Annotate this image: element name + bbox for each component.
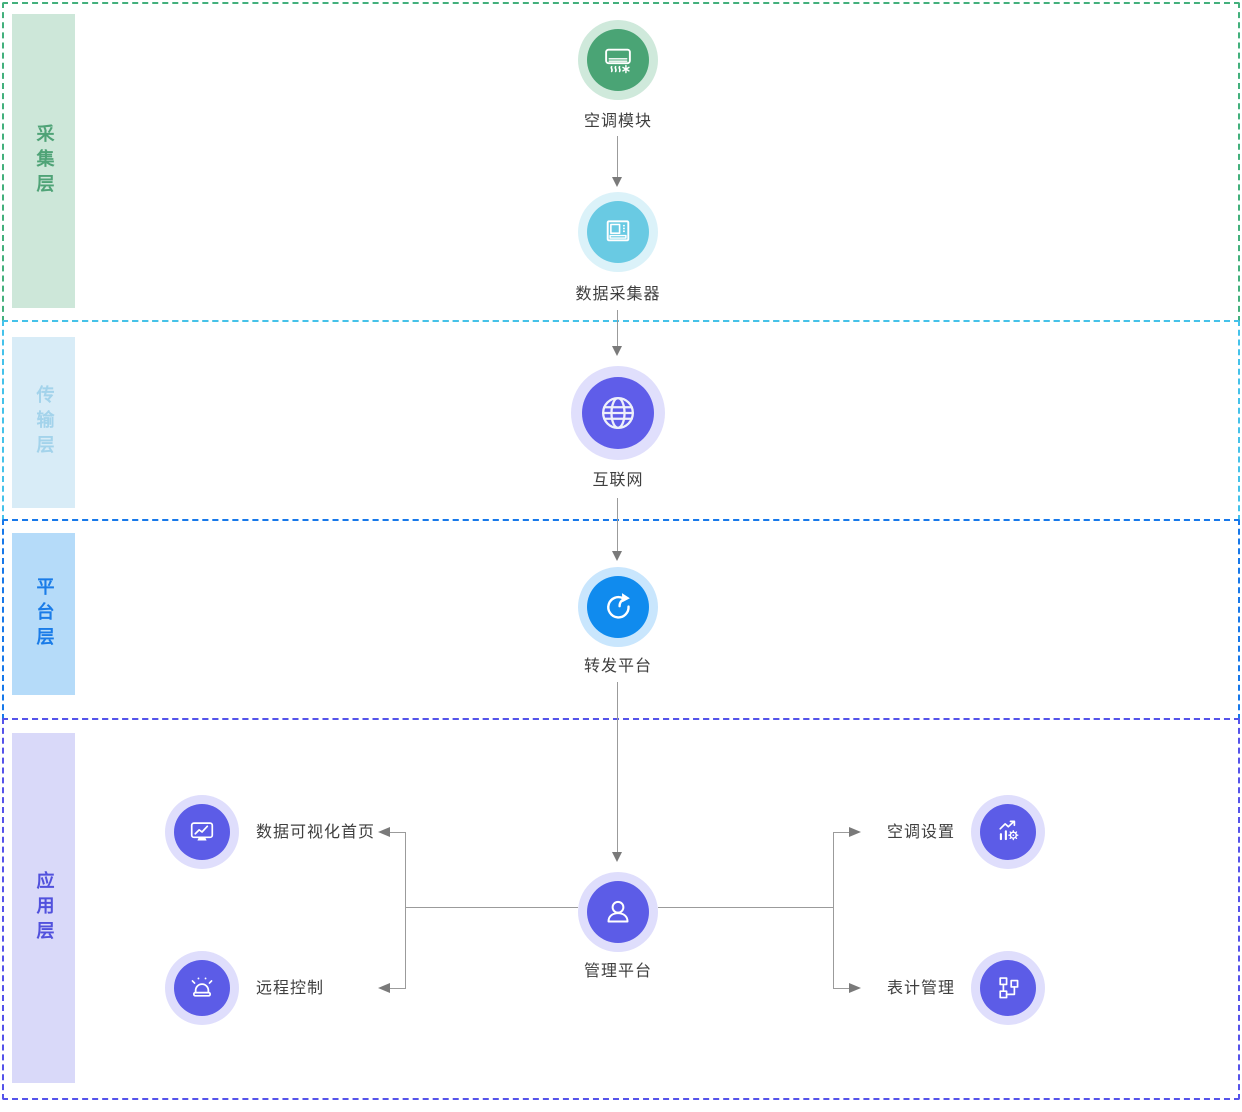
user-icon xyxy=(607,900,629,923)
internet-label: 互联网 xyxy=(592,470,644,489)
arrow-left-icon xyxy=(378,827,390,837)
layer-title-platform: 平台层 xyxy=(12,533,75,695)
data-visualization-node xyxy=(165,795,239,869)
flow-nodes-icon xyxy=(999,977,1019,999)
meter-management-node xyxy=(971,951,1045,1025)
arrow-right-icon xyxy=(849,827,861,837)
connector-line xyxy=(390,988,406,989)
internet-node xyxy=(571,366,665,460)
forward-platform-label: 转发平台 xyxy=(583,656,652,675)
alarm-icon xyxy=(191,977,213,997)
remote-control-label: 远程控制 xyxy=(256,978,325,997)
connector-line xyxy=(617,682,618,852)
ac-settings-label: 空调设置 xyxy=(887,822,956,841)
arrow-down-icon xyxy=(612,551,622,561)
monitor-chart-icon xyxy=(190,822,214,841)
layer-title-application-text: 应用层 xyxy=(33,870,55,946)
connector-line xyxy=(617,136,618,177)
meter-management-circle xyxy=(980,960,1036,1016)
chart-gear-icon xyxy=(999,820,1019,841)
forward-platform-circle xyxy=(587,576,649,638)
data-collector-icon xyxy=(606,220,630,242)
layer-section-application xyxy=(2,718,1240,1100)
data-collector-label: 数据采集器 xyxy=(575,284,661,303)
air-conditioner-icon xyxy=(605,48,631,74)
connector-line xyxy=(834,988,850,989)
layer-title-application: 应用层 xyxy=(12,733,75,1083)
management-platform-node xyxy=(578,872,658,952)
layer-title-collection: 采集层 xyxy=(12,14,75,308)
layer-title-transmission-text: 传输层 xyxy=(33,385,55,460)
arrow-right-icon xyxy=(849,983,861,993)
arrow-down-icon xyxy=(612,346,622,356)
layer-title-collection-text: 采集层 xyxy=(33,123,55,199)
management-platform-circle xyxy=(587,881,649,943)
circular-arrow-icon xyxy=(607,593,630,619)
forward-platform-node xyxy=(578,567,658,647)
globe-icon xyxy=(601,396,635,430)
connector-line xyxy=(617,498,618,551)
layer-title-platform-text: 平台层 xyxy=(33,576,55,652)
connector-line xyxy=(390,832,406,833)
connector-line xyxy=(833,832,834,989)
ac-settings-circle xyxy=(980,804,1036,860)
data-visualization-circle xyxy=(174,804,230,860)
ac-module-label: 空调模块 xyxy=(583,111,652,130)
data-collector-circle xyxy=(587,201,649,263)
connector-line xyxy=(658,907,833,908)
connector-line xyxy=(405,832,406,989)
data-collector-node xyxy=(578,192,658,272)
connector-line xyxy=(405,907,578,908)
meter-management-label: 表计管理 xyxy=(887,978,956,997)
remote-control-circle xyxy=(174,960,230,1016)
management-platform-label: 管理平台 xyxy=(583,961,652,980)
internet-circle xyxy=(582,377,654,449)
layer-title-transmission: 传输层 xyxy=(12,337,75,508)
arrow-left-icon xyxy=(378,983,390,993)
connector-line xyxy=(617,310,618,346)
connector-line xyxy=(834,832,850,833)
arrow-down-icon xyxy=(612,852,622,862)
remote-control-node xyxy=(165,951,239,1025)
ac-module-node xyxy=(578,20,658,100)
data-visualization-label: 数据可视化首页 xyxy=(256,822,376,841)
arrow-down-icon xyxy=(612,177,622,187)
ac-module-circle xyxy=(587,29,649,91)
ac-settings-node xyxy=(971,795,1045,869)
